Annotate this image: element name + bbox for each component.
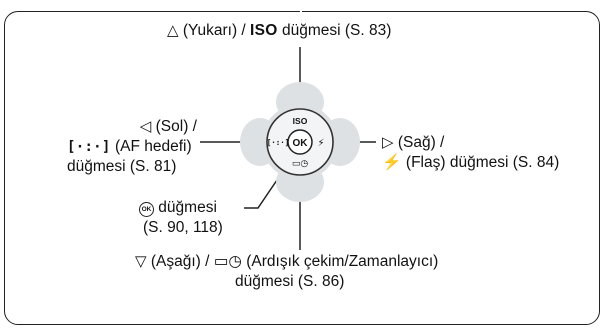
- up-button-callout: △ (Yukarı) / ISO düğmesi (S. 83): [167, 21, 391, 41]
- dial-iso-label: ISO: [293, 116, 308, 126]
- af-target-callout: [·:·] (AF hedefi): [67, 137, 192, 157]
- up-triangle-icon: △: [167, 22, 179, 39]
- iso-icon: ISO: [250, 22, 278, 39]
- ok-icon: OK: [139, 202, 154, 217]
- left-label-line1: (Sol) /: [151, 118, 197, 135]
- dial-af-label: [·:·]: [267, 138, 290, 147]
- diagram-frame: [4, 11, 600, 325]
- ok-label-line2: (S. 90, 118): [143, 219, 223, 236]
- flash-callout: ⚡ (Flaş) düğmesi (S. 84): [382, 153, 559, 173]
- left-button-callout: ◁ (Sol) /: [94, 117, 197, 137]
- right-button-callout: ▷ (Sağ) /: [382, 133, 444, 153]
- down-triangle-icon: ▽: [135, 253, 147, 270]
- up-label-pre: (Yukarı) /: [178, 22, 246, 39]
- dial-flash-label: ⚡: [317, 138, 324, 149]
- flash-icon: ⚡: [382, 154, 402, 171]
- right-label-line1: (Sağ) /: [393, 134, 445, 151]
- down-label-pre: (Aşağı) /: [146, 253, 210, 270]
- dial-ok-label: OK: [293, 138, 309, 149]
- dial-sequential-label: ▭◷: [292, 159, 309, 169]
- right-label-line2: (Flaş) düğmesi (S. 84): [401, 154, 560, 171]
- af-target-icon: [·:·]: [67, 139, 111, 155]
- frame-top-notch: [300, 0, 302, 12]
- up-label-post: düğmesi (S. 83): [277, 22, 392, 39]
- left-label-line3: düğmesi (S. 81): [67, 158, 177, 175]
- ok-label-line1: düğmesi: [154, 199, 217, 216]
- down-button-callout: ▽ (Aşağı) / ▭◷ (Ardışık çekim/Zamanlayıc…: [135, 251, 438, 272]
- down-label-line2: düğmesi (S. 86): [235, 273, 345, 290]
- ok-button-graphic: [287, 129, 313, 155]
- ok-button-callout: OK düğmesi: [139, 198, 217, 218]
- left-label-line2: (AF hedefi): [110, 138, 192, 155]
- sequential-self-timer-icon: ▭◷: [213, 252, 242, 270]
- right-triangle-icon: ▷: [382, 134, 394, 151]
- down-label-post: (Ardışık çekim/Zamanlayıcı): [241, 253, 439, 270]
- left-triangle-icon: ◁: [139, 118, 152, 135]
